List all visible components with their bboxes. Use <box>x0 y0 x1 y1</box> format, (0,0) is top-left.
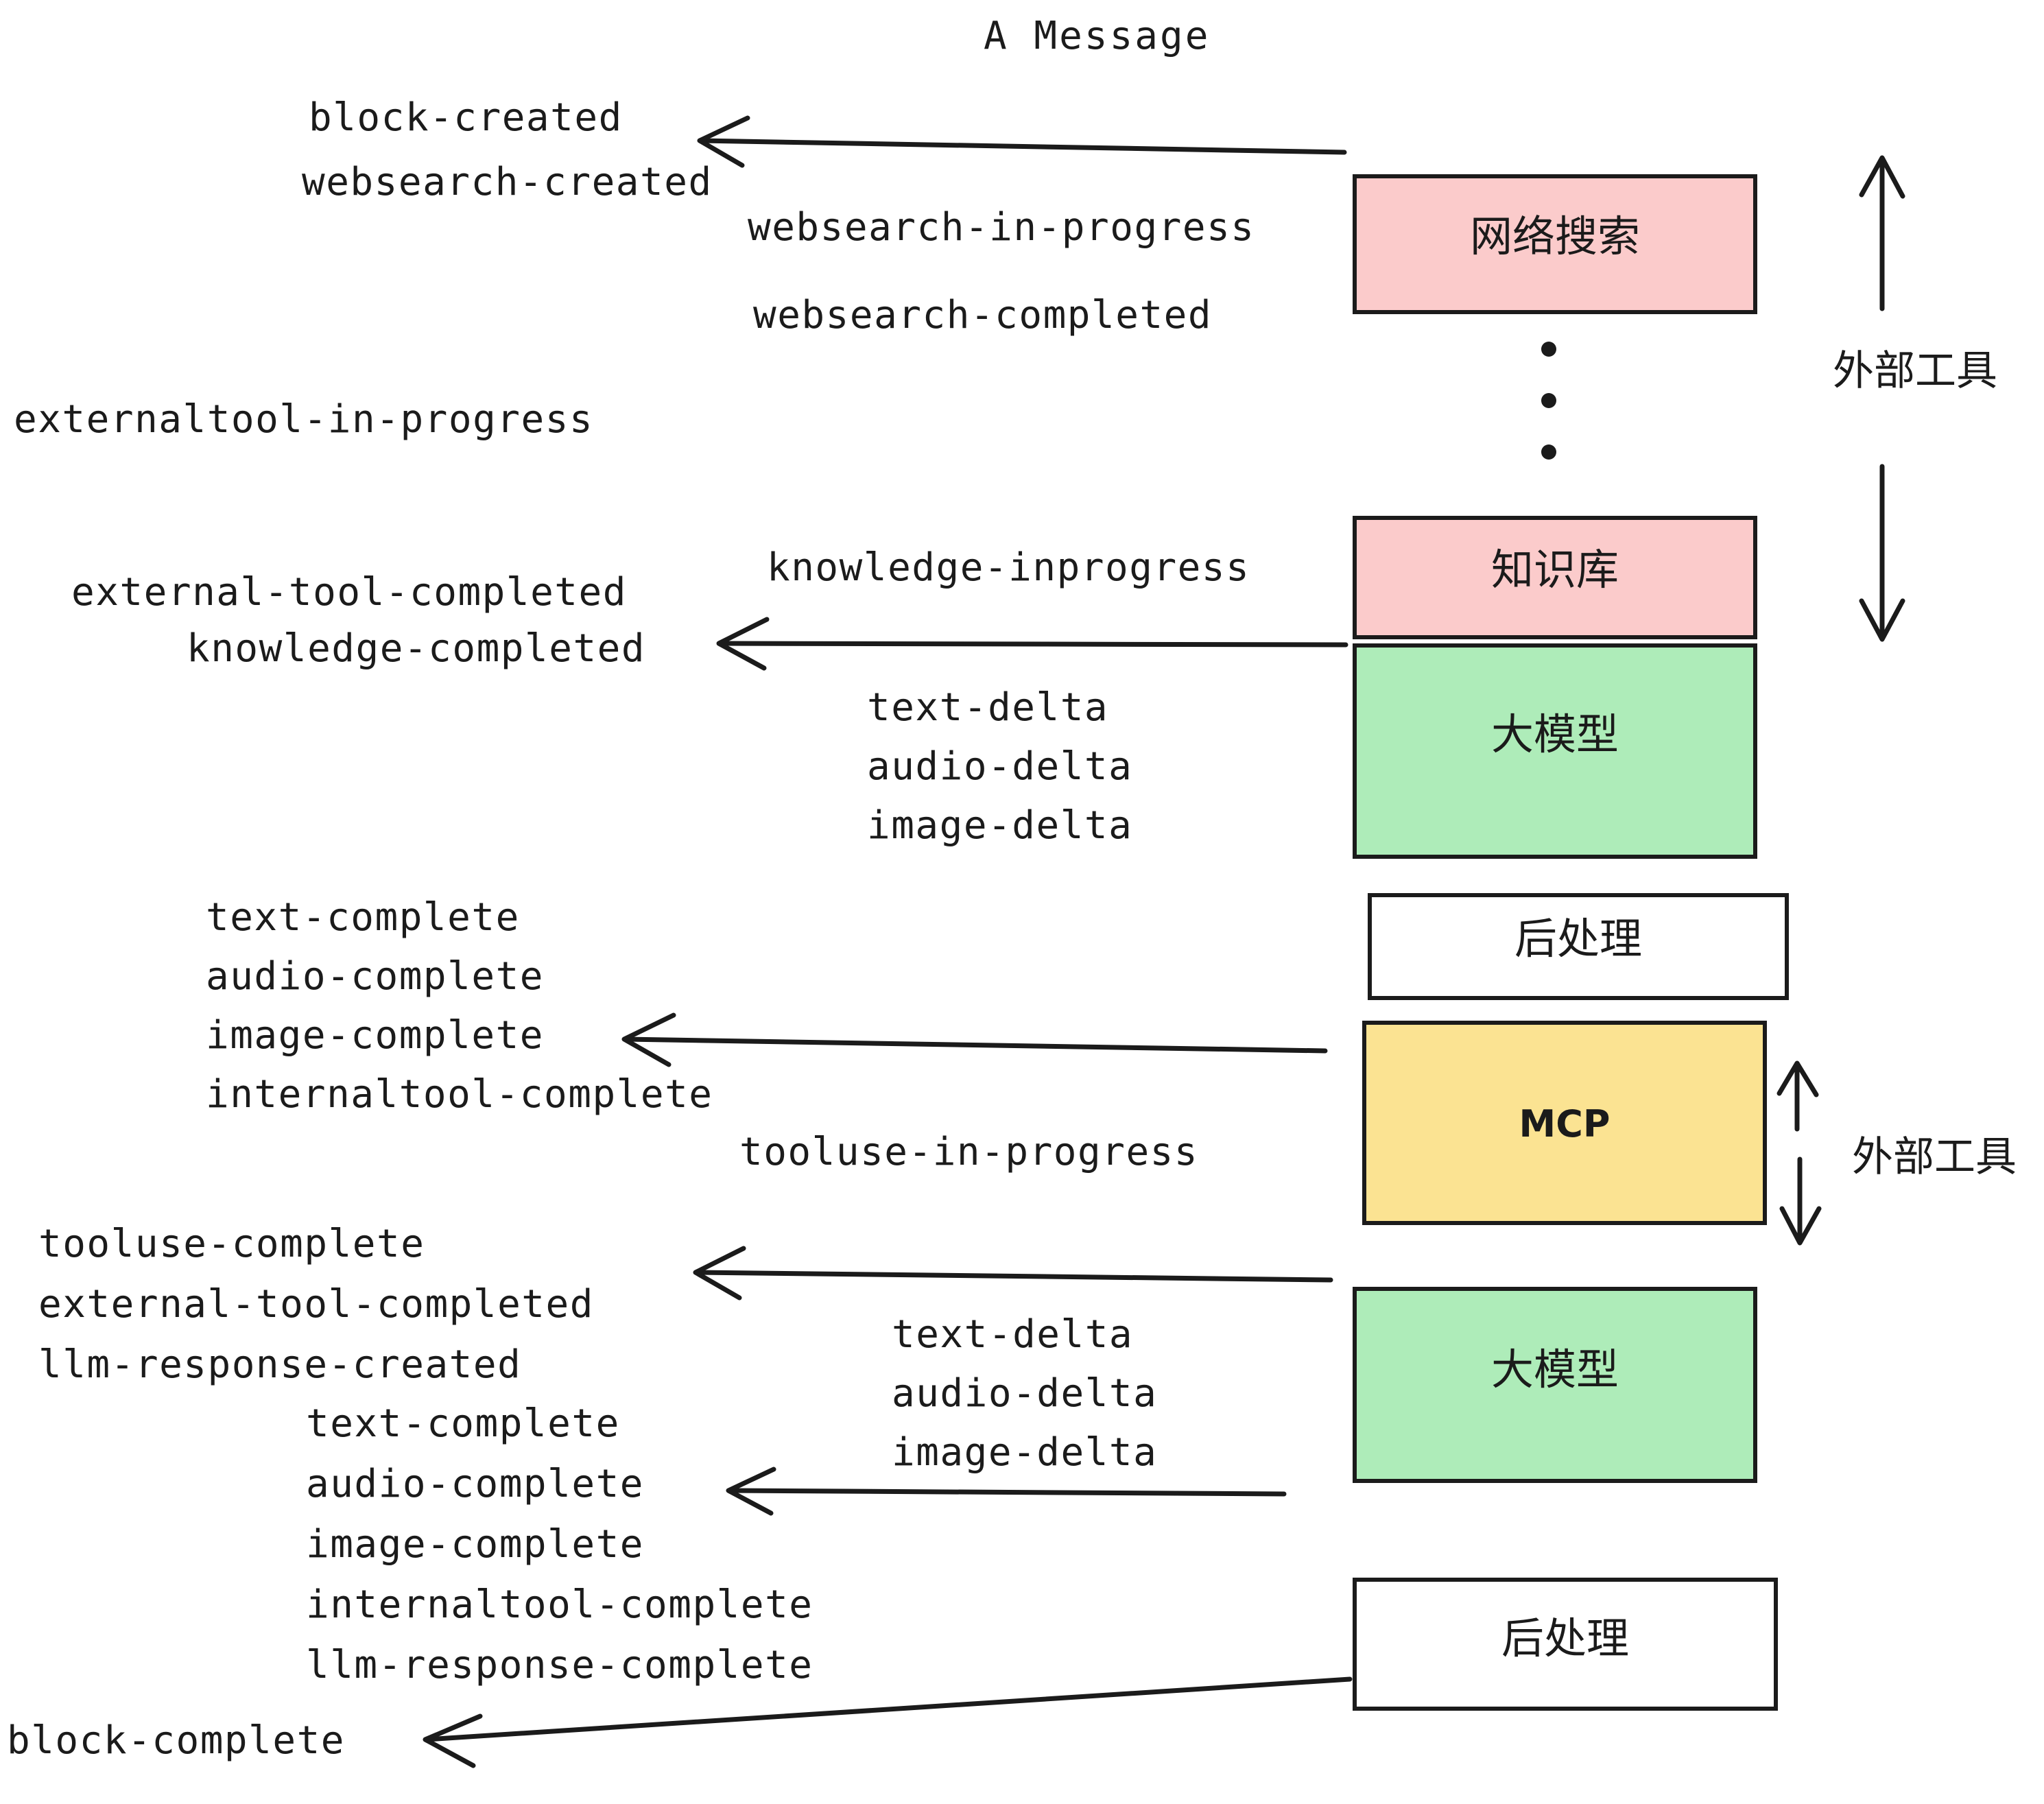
event-image-complete-2: image-complete <box>306 1522 645 1567</box>
ellipsis-dot <box>1541 393 1556 408</box>
event-block-created: block-created <box>309 95 623 140</box>
event-block-complete: block-complete <box>7 1718 346 1763</box>
node-postprocess-second-label: 后处理 <box>1501 1613 1629 1663</box>
node-llm-second-label: 大模型 <box>1490 1344 1619 1394</box>
node-mcp-label: MCP <box>1519 1102 1611 1146</box>
node-postprocess-second[interactable]: 后处理 <box>1353 1578 1778 1711</box>
node-knowledge[interactable]: 知识库 <box>1353 516 1757 639</box>
event-external-tool-completed-2: external-tool-completed <box>38 1282 594 1327</box>
arrow-block-created <box>697 115 1347 168</box>
label-external-tools-top: 外部工具 <box>1833 347 1997 395</box>
node-knowledge-label: 知识库 <box>1490 545 1619 595</box>
event-websearch-created: websearch-created <box>302 160 713 204</box>
bracket-external-tools-top <box>1859 155 1905 642</box>
arrow-tooluse-complete <box>693 1246 1333 1301</box>
node-llm-first[interactable]: 大模型 <box>1353 643 1757 859</box>
event-image-delta-2: image-delta <box>892 1430 1158 1475</box>
label-external-tools-bottom: 外部工具 <box>1852 1133 2017 1181</box>
arrow-image-complete <box>621 1012 1328 1067</box>
node-mcp[interactable]: MCP <box>1362 1021 1767 1225</box>
event-text-complete-2: text-complete <box>306 1401 620 1446</box>
ellipsis-dot <box>1541 444 1556 460</box>
node-llm-first-label: 大模型 <box>1490 709 1619 759</box>
event-knowledge-completed: knowledge-completed <box>187 626 646 671</box>
event-audio-delta-1: audio-delta <box>867 744 1133 789</box>
bracket-external-tools-bottom <box>1776 1060 1822 1246</box>
arrow-audio-complete <box>726 1467 1287 1516</box>
event-text-complete-1: text-complete <box>206 895 520 940</box>
event-internaltool-complete-1: internaltool-complete <box>206 1072 713 1117</box>
event-audio-complete-2: audio-complete <box>306 1462 645 1506</box>
vertical-ellipsis-icon <box>1541 342 1557 460</box>
event-external-tool-completed-1: external-tool-completed <box>71 570 627 615</box>
arrow-block-complete <box>423 1676 1353 1768</box>
event-internaltool-complete-2: internaltool-complete <box>306 1582 813 1627</box>
event-websearch-in-progress: websearch-in-progress <box>748 205 1255 250</box>
event-llm-response-created: llm-response-created <box>38 1342 522 1387</box>
node-postprocess-first-label: 后处理 <box>1514 914 1642 964</box>
event-image-complete-1: image-complete <box>206 1013 545 1058</box>
event-knowledge-inprogress: knowledge-inprogress <box>767 545 1250 590</box>
node-websearch-label: 网络搜索 <box>1469 211 1640 261</box>
event-audio-delta-2: audio-delta <box>892 1371 1158 1416</box>
ellipsis-dot <box>1541 342 1556 357</box>
event-tooluse-complete: tooluse-complete <box>38 1222 425 1266</box>
page-title: A Message <box>984 14 1211 58</box>
event-externaltool-in-progress: externaltool-in-progress <box>14 397 594 442</box>
node-postprocess-first[interactable]: 后处理 <box>1368 893 1789 1000</box>
event-tooluse-in-progress: tooluse-in-progress <box>739 1130 1199 1174</box>
event-audio-complete-1: audio-complete <box>206 954 545 999</box>
event-websearch-completed: websearch-completed <box>753 293 1213 337</box>
event-text-delta-2: text-delta <box>892 1312 1134 1357</box>
event-image-delta-1: image-delta <box>867 803 1133 848</box>
node-websearch[interactable]: 网络搜索 <box>1353 174 1757 314</box>
arrow-knowledge-completed <box>716 617 1348 671</box>
event-llm-response-complete: llm-response-complete <box>306 1643 813 1687</box>
node-llm-second[interactable]: 大模型 <box>1353 1287 1757 1483</box>
event-text-delta-1: text-delta <box>867 685 1109 730</box>
